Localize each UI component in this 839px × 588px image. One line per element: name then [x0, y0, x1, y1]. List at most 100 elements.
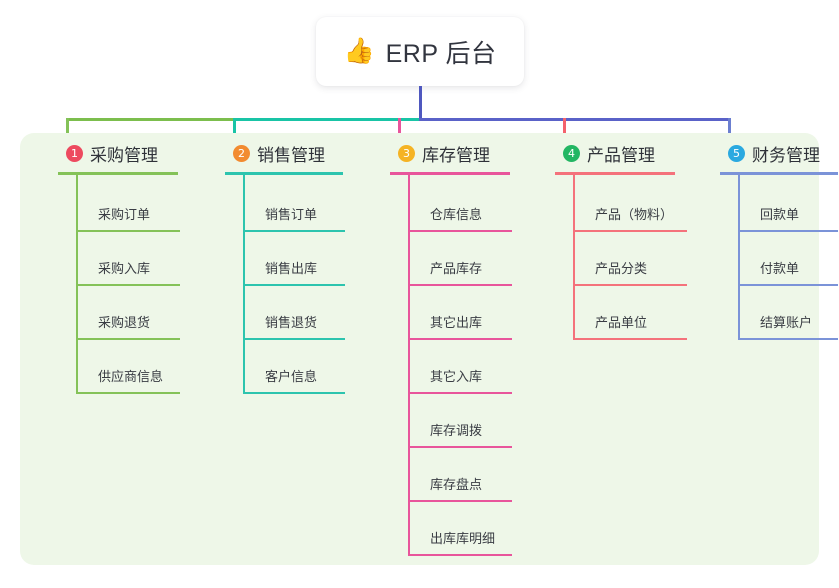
leaf-underline [76, 284, 180, 286]
branch-badge-5: 5 [728, 144, 745, 162]
leaf-label: 付款单 [760, 261, 800, 276]
leaf-underline [573, 230, 687, 232]
leaf-item[interactable]: 销售出库 [243, 232, 345, 286]
branch-column-1: 1 采购管理采购订单采购入库采购退货供应商信息 [48, 133, 208, 394]
leaf-item[interactable]: 采购入库 [76, 232, 180, 286]
leaf-item[interactable]: 库存盘点 [408, 448, 512, 502]
leaf-item[interactable]: 其它入库 [408, 340, 512, 394]
connector-stub-1 [66, 118, 69, 146]
leaf-underline [738, 230, 838, 232]
thumbs-up-icon: 👍 [343, 37, 375, 65]
leaf-underline [243, 230, 345, 232]
leaf-underline [573, 284, 687, 286]
leaf-item[interactable]: 结算账户 [738, 286, 838, 340]
connector-segment-1 [66, 118, 233, 121]
branch-underline-3 [390, 172, 510, 175]
leaf-label: 采购入库 [98, 261, 151, 276]
leaf-item[interactable]: 付款单 [738, 232, 838, 286]
branch-spine-5 [738, 175, 740, 340]
leaf-label: 回款单 [760, 207, 800, 222]
branch-spine-4 [573, 175, 575, 340]
root-title: ERP 后台 [385, 39, 497, 68]
branch-spine-3 [408, 175, 410, 556]
leaf-item[interactable]: 产品单位 [573, 286, 687, 340]
branches-panel: 1 采购管理采购订单采购入库采购退货供应商信息 2 销售管理销售订单销售出库销售退货客… [20, 133, 838, 565]
leaf-underline [573, 338, 687, 340]
leaf-underline [408, 446, 512, 448]
branch-badge-1: 1 [66, 144, 83, 162]
connector-stub-4 [563, 118, 566, 146]
branch-column-3: 3 库存管理仓库信息产品库存其它出库其它入库库存调拨库存盘点出库库明细 [380, 133, 545, 556]
branch-header-5[interactable]: 5 财务管理 [710, 133, 839, 173]
leaf-item[interactable]: 仓库信息 [408, 178, 512, 232]
connector-segment-2 [233, 118, 419, 121]
leaf-label: 销售订单 [265, 207, 318, 222]
connector-segment-3 [419, 118, 728, 121]
leaf-label: 产品库存 [430, 261, 483, 276]
leaf-item[interactable]: 产品（物料） [573, 178, 687, 232]
branch-badge-3: 3 [398, 144, 415, 162]
leaf-underline [408, 338, 512, 340]
leaf-label: 其它入库 [430, 369, 483, 384]
leaf-item[interactable]: 其它出库 [408, 286, 512, 340]
leaf-underline [408, 230, 512, 232]
leaf-underline [738, 338, 838, 340]
leaf-item[interactable]: 采购订单 [76, 178, 180, 232]
branch-title-5: 财务管理 [752, 145, 820, 165]
leaf-label: 仓库信息 [430, 207, 483, 222]
branch-column-5: 5 财务管理回款单付款单结算账户 [710, 133, 839, 340]
leaf-item[interactable]: 采购退货 [76, 286, 180, 340]
connector-stub-5 [728, 118, 731, 146]
root-node[interactable]: 👍 ERP 后台 [316, 17, 524, 86]
leaf-label: 产品单位 [595, 315, 648, 330]
leaf-underline [408, 554, 512, 556]
leaf-label: 产品（物料） [595, 207, 674, 222]
branch-title-4: 产品管理 [587, 145, 655, 165]
branch-title-2: 销售管理 [257, 145, 325, 165]
leaf-underline [243, 284, 345, 286]
leaf-label: 库存盘点 [430, 477, 483, 492]
branch-title-3: 库存管理 [422, 145, 490, 165]
leaf-label: 供应商信息 [98, 369, 164, 384]
branch-title-1: 采购管理 [90, 145, 158, 165]
branch-header-1[interactable]: 1 采购管理 [48, 133, 208, 173]
branch-underline-4 [555, 172, 675, 175]
leaf-underline [408, 392, 512, 394]
leaf-underline [76, 230, 180, 232]
leaf-item[interactable]: 销售订单 [243, 178, 345, 232]
leaf-underline [76, 392, 180, 394]
leaf-item[interactable]: 出库库明细 [408, 502, 512, 556]
leaf-item[interactable]: 销售退货 [243, 286, 345, 340]
leaf-label: 其它出库 [430, 315, 483, 330]
leaf-item[interactable]: 客户信息 [243, 340, 345, 394]
leaf-label: 销售退货 [265, 315, 318, 330]
leaf-item[interactable]: 产品库存 [408, 232, 512, 286]
branch-header-2[interactable]: 2 销售管理 [215, 133, 375, 173]
branch-header-3[interactable]: 3 库存管理 [380, 133, 545, 173]
leaf-underline [243, 392, 345, 394]
leaf-item[interactable]: 产品分类 [573, 232, 687, 286]
leaf-item[interactable]: 库存调拨 [408, 394, 512, 448]
connector-stub-2 [233, 118, 236, 146]
leaf-label: 采购订单 [98, 207, 151, 222]
leaf-item[interactable]: 回款单 [738, 178, 838, 232]
branch-badge-2: 2 [233, 144, 250, 162]
leaf-underline [408, 284, 512, 286]
leaf-underline [76, 338, 180, 340]
leaf-label: 结算账户 [760, 315, 813, 330]
leaf-label: 出库库明细 [430, 531, 496, 546]
branch-underline-1 [58, 172, 178, 175]
leaf-underline [738, 284, 838, 286]
leaf-item[interactable]: 供应商信息 [76, 340, 180, 394]
connector-stub-3 [398, 118, 401, 146]
branch-underline-2 [225, 172, 343, 175]
leaf-underline [243, 338, 345, 340]
trunk-line [419, 86, 422, 120]
branch-column-2: 2 销售管理销售订单销售出库销售退货客户信息 [215, 133, 375, 394]
leaf-label: 销售出库 [265, 261, 318, 276]
leaf-label: 客户信息 [265, 369, 318, 384]
branch-underline-5 [720, 172, 838, 175]
